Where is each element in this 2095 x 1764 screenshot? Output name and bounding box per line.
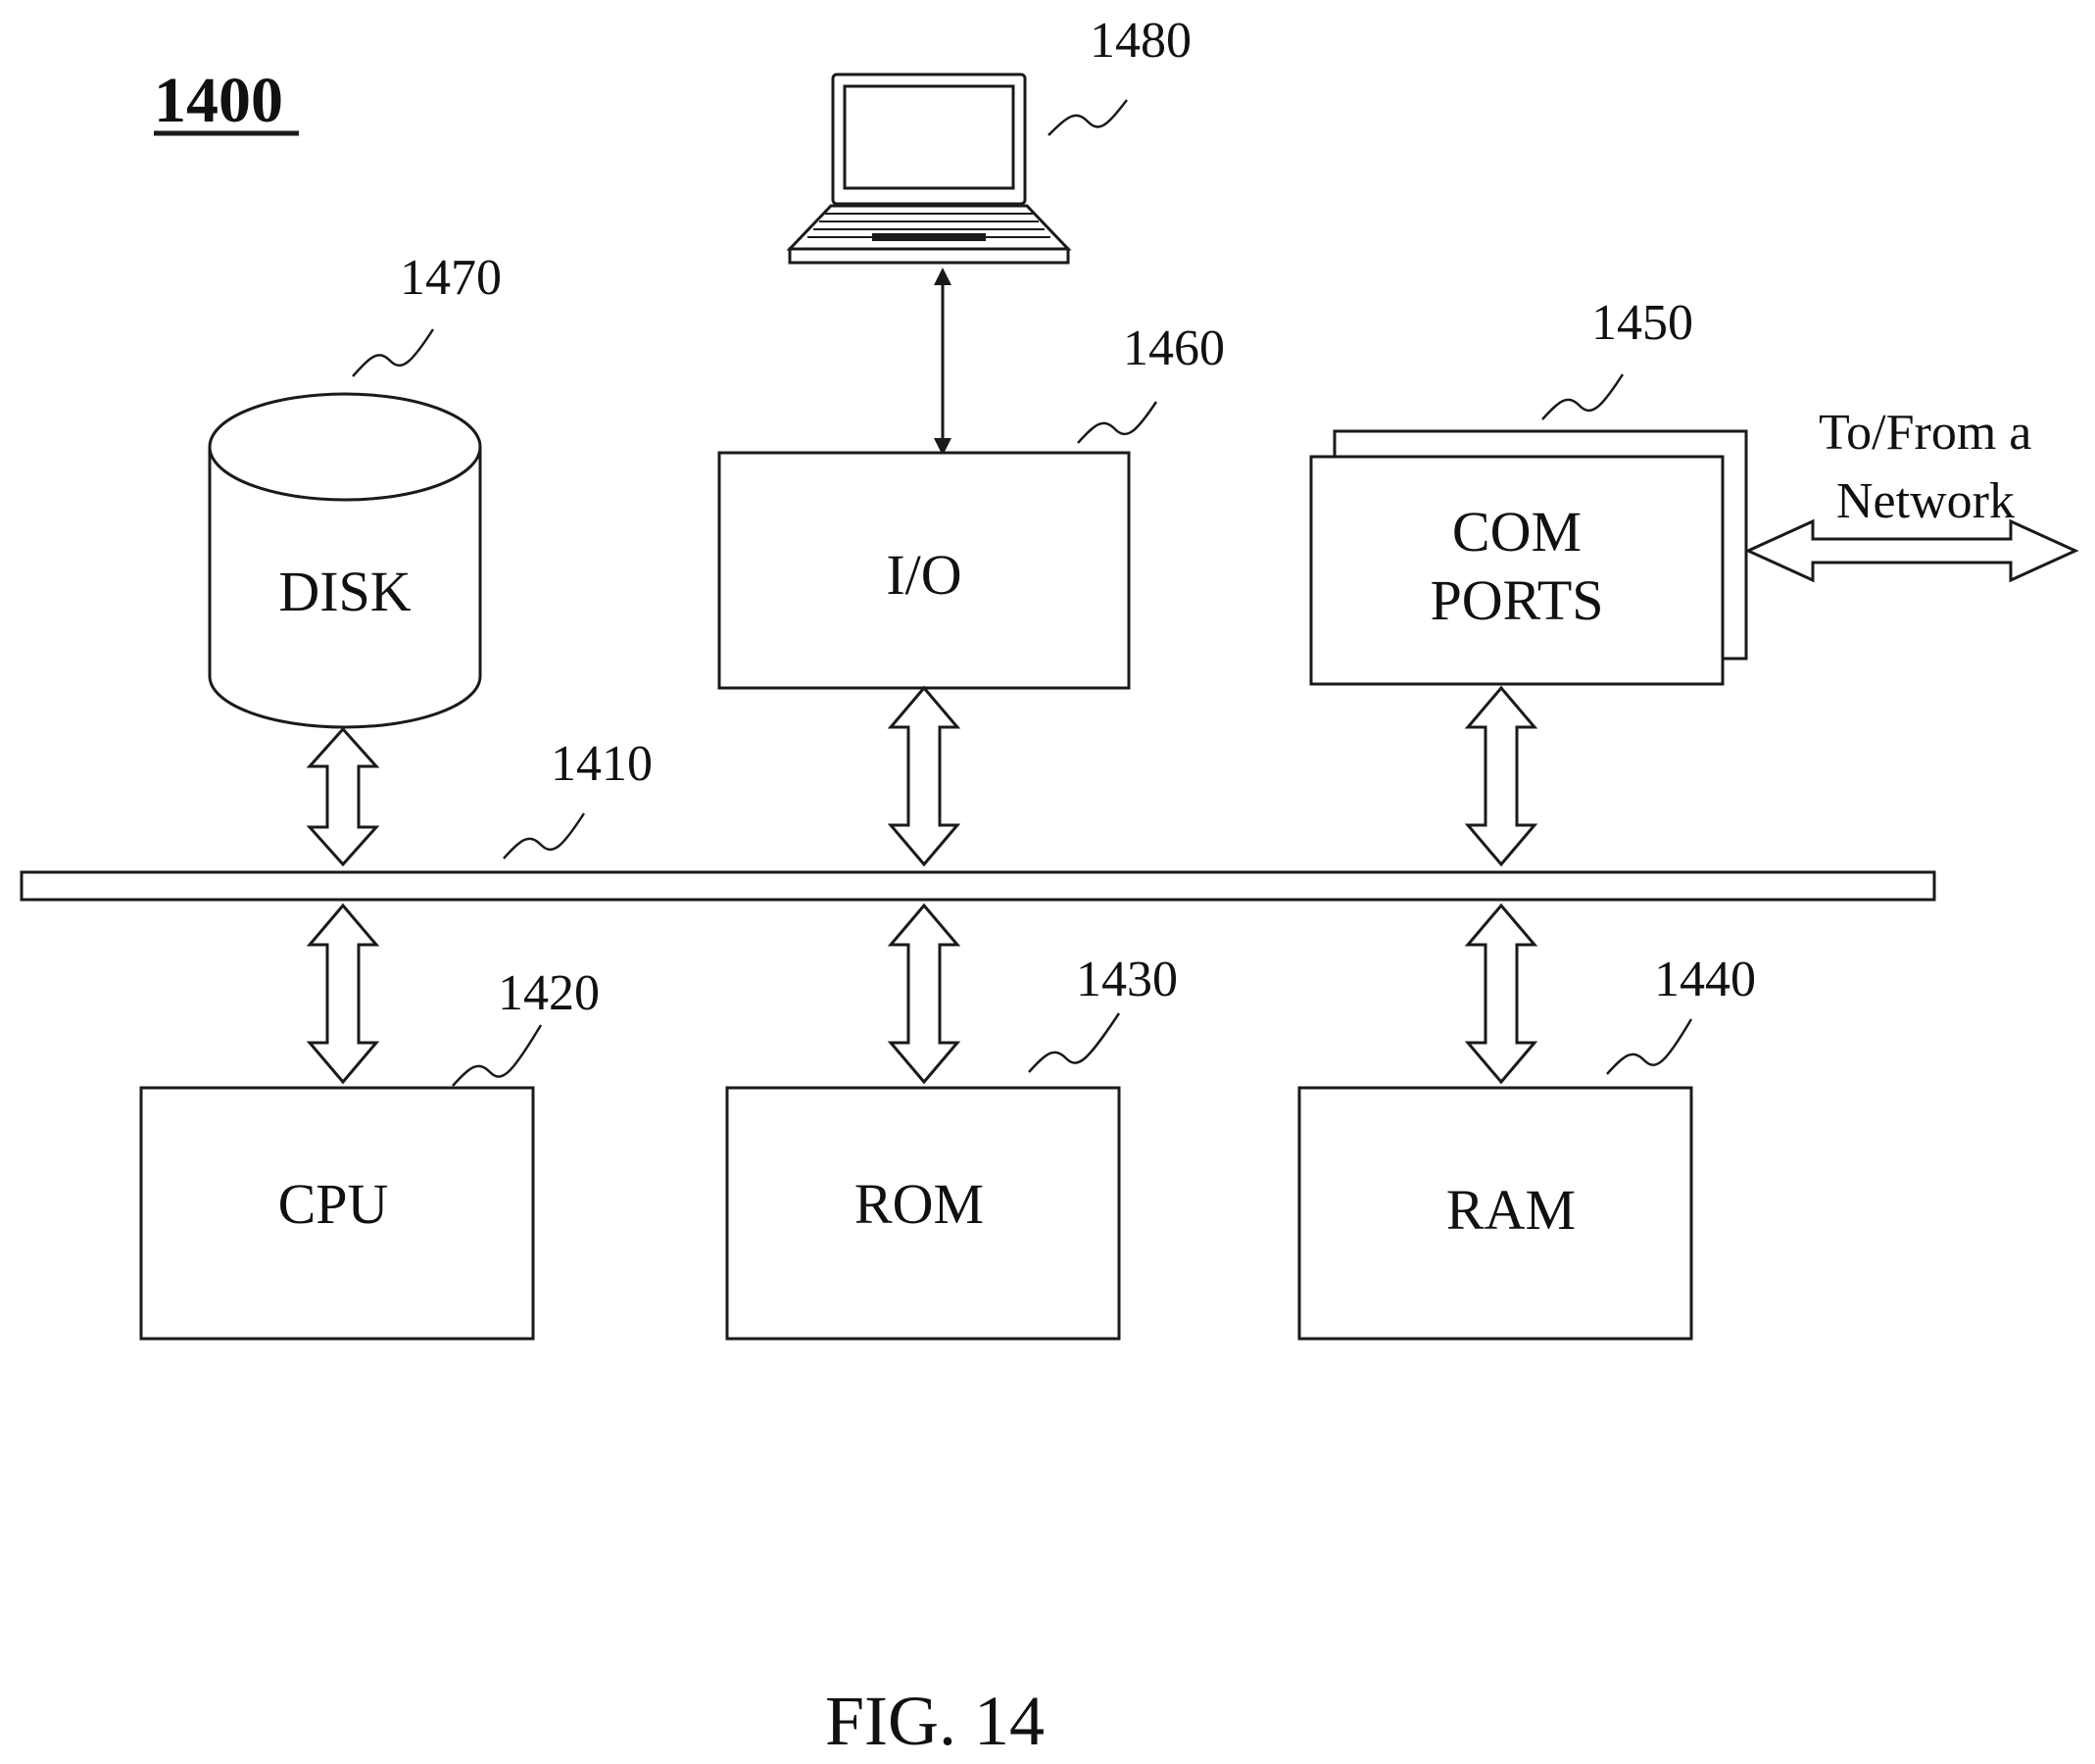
- cpu-bus-arrow: [310, 906, 376, 1082]
- svg-text:1410: 1410: [551, 736, 653, 792]
- disk-label: DISK: [278, 560, 411, 623]
- svg-text:1420: 1420: [498, 965, 600, 1021]
- ram-bus-arrow: [1468, 906, 1535, 1082]
- rom-box: ROM: [727, 1088, 1119, 1339]
- ram-label: RAM: [1446, 1178, 1576, 1242]
- cpu-box: CPU: [141, 1088, 533, 1339]
- bus-ref: 1410: [504, 736, 653, 858]
- disk-bus-arrow: [310, 729, 376, 864]
- com-ports-box: COM PORTS: [1311, 431, 1746, 684]
- figure-number: 1400: [154, 65, 299, 136]
- io-ref: 1460: [1078, 320, 1225, 443]
- com-ports-label-line2: PORTS: [1430, 568, 1603, 632]
- svg-text:1450: 1450: [1591, 295, 1693, 351]
- io-bus-arrow: [891, 688, 957, 864]
- com-ports-bus-arrow: [1468, 688, 1535, 864]
- svg-text:1460: 1460: [1123, 320, 1225, 376]
- ram-box: RAM: [1299, 1088, 1691, 1339]
- rom-ref: 1430: [1029, 952, 1178, 1072]
- com-ports-label-line1: COM: [1452, 500, 1582, 564]
- disk-cylinder: DISK: [210, 394, 480, 727]
- svg-text:Network: Network: [1836, 473, 2015, 529]
- svg-text:1400: 1400: [154, 65, 283, 136]
- com-ports-ref: 1450: [1542, 295, 1693, 419]
- network-label: To/From a Network: [1819, 405, 2031, 529]
- figure-caption: FIG. 14: [825, 1682, 1045, 1760]
- io-box: I/O: [719, 453, 1129, 688]
- cpu-ref: 1420: [453, 965, 600, 1086]
- system-bus: [22, 872, 1934, 900]
- rom-bus-arrow: [891, 906, 957, 1082]
- disk-ref: 1470: [353, 250, 502, 376]
- cpu-label: CPU: [278, 1172, 389, 1236]
- ram-ref: 1440: [1607, 952, 1756, 1074]
- svg-text:To/From a: To/From a: [1819, 405, 2031, 461]
- network-arrow: [1748, 521, 2075, 580]
- rom-label: ROM: [854, 1172, 984, 1236]
- svg-text:1440: 1440: [1654, 952, 1756, 1007]
- io-label: I/O: [886, 543, 961, 607]
- svg-text:1430: 1430: [1076, 952, 1178, 1007]
- svg-text:1470: 1470: [400, 250, 502, 306]
- laptop-ref: 1480: [1048, 13, 1192, 135]
- svg-text:1480: 1480: [1090, 13, 1192, 69]
- laptop-icon: [790, 74, 1068, 263]
